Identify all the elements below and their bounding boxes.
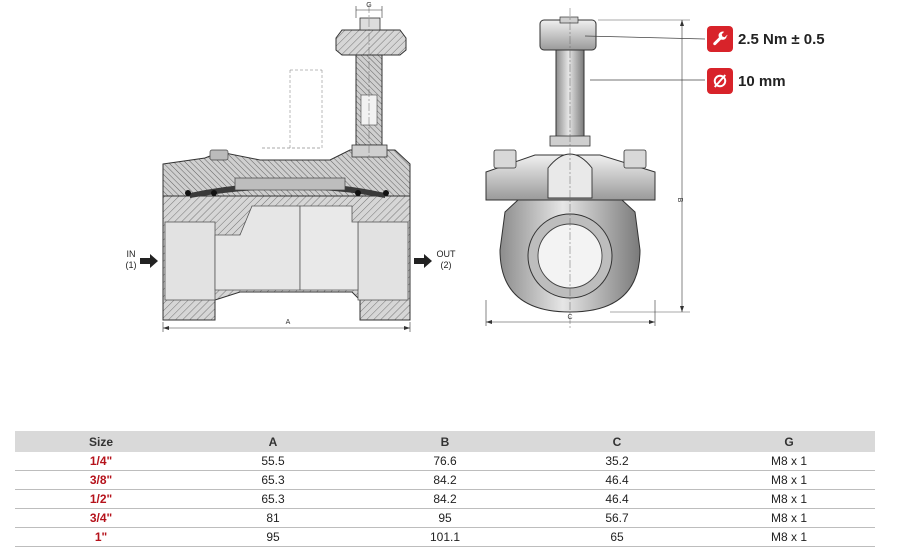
dim-label-b: B [676,198,683,203]
cell-g: M8 x 1 [703,508,875,528]
col-header-size: Size [15,431,187,452]
outlet-label: OUT [437,249,457,259]
table-row: 1" 95 101.1 65 M8 x 1 [15,527,875,547]
inlet-label: IN [127,249,136,259]
torque-value: 2.5 Nm ± 0.5 [738,30,825,48]
col-header-a: A [187,431,359,452]
section-view: G A IN (1) OUT (2) [126,2,457,332]
diameter-spec: 10 mm [707,67,786,95]
cell-b: 76.6 [359,452,531,471]
top-knob [539,19,597,51]
table-header-row: Size A B C G [15,431,875,452]
outlet-number: (2) [441,260,452,270]
cell-a: 65.3 [187,489,359,509]
cell-g: M8 x 1 [703,527,875,547]
diameter-value: 10 mm [738,72,786,90]
dim-label-g: G [366,2,371,9]
cell-a: 55.5 [187,452,359,471]
cell-c: 35.2 [531,452,703,471]
cell-b: 101.1 [359,527,531,547]
outlet-bore [357,221,409,301]
inlet-bore [164,221,216,301]
col-header-c: C [531,431,703,452]
cell-size: 1/2" [15,489,187,509]
inlet-arrow-icon [140,254,158,268]
col-header-g: G [703,431,875,452]
table-row: 1/2" 65.3 84.2 46.4 M8 x 1 [15,489,875,509]
valve-technical-drawing: G A IN (1) OUT (2) [126,2,706,332]
cell-g: M8 x 1 [703,470,875,490]
cell-size: 1" [15,527,187,547]
cell-b: 84.2 [359,470,531,490]
cell-a: 95 [187,527,359,547]
cell-c: 46.4 [531,470,703,490]
inlet-number: (1) [126,260,137,270]
cell-c: 56.7 [531,508,703,528]
cell-a: 65.3 [187,470,359,490]
cell-size: 3/4" [15,508,187,528]
dim-label-c: C [567,314,572,321]
table-row: 1/4" 55.5 76.6 35.2 M8 x 1 [15,452,875,471]
cell-c: 65 [531,527,703,547]
table-row: 3/8" 65.3 84.2 46.4 M8 x 1 [15,470,875,490]
top-nut [335,29,407,56]
wrench-icon [707,26,733,52]
cell-c: 46.4 [531,489,703,509]
cell-g: M8 x 1 [703,452,875,471]
cell-size: 1/4" [15,452,187,471]
outlet-arrow-icon [414,254,432,268]
cell-b: 84.2 [359,489,531,509]
dim-label-a: A [286,319,291,326]
torque-spec: 2.5 Nm ± 0.5 [707,25,825,53]
cell-g: M8 x 1 [703,489,875,509]
side-view: B C [485,8,706,330]
col-header-b: B [359,431,531,452]
cell-size: 3/8" [15,470,187,490]
diameter-icon [707,68,733,94]
dimensions-table: Size A B C G 1/4" 55.5 76.6 35.2 M8 x 1 … [15,431,875,547]
cell-a: 81 [187,508,359,528]
cell-b: 95 [359,508,531,528]
table-row: 3/4" 81 95 56.7 M8 x 1 [15,508,875,528]
